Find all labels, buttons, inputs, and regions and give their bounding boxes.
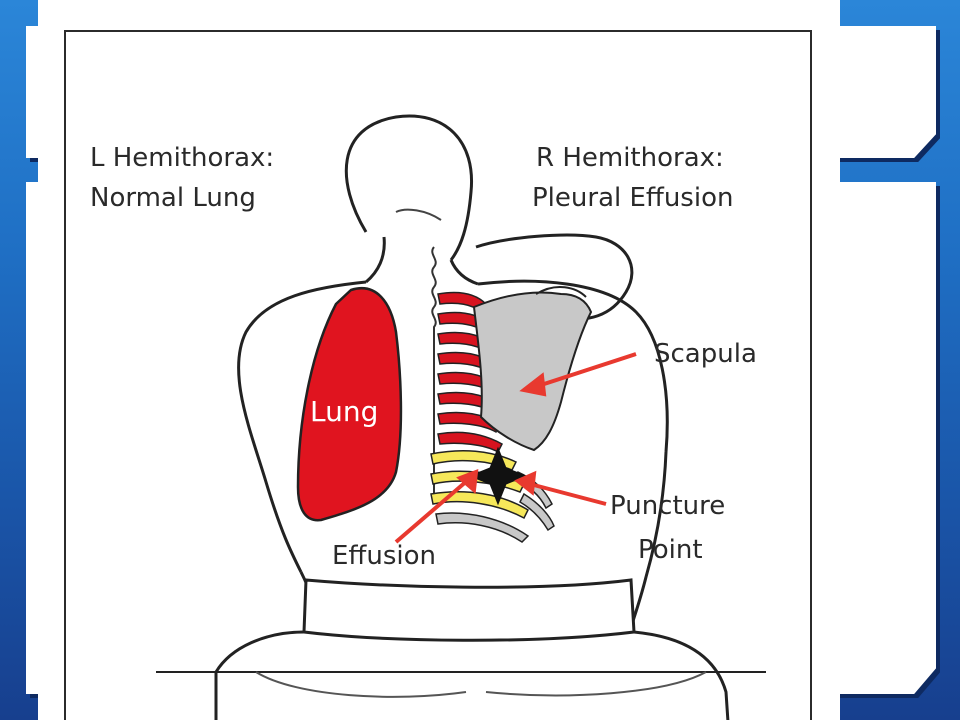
lung-label: Lung	[310, 395, 379, 428]
scapula-shape	[472, 291, 593, 452]
puncture-label-line2: Point	[638, 535, 703, 565]
left-hemithorax-title: L Hemithorax:	[90, 143, 275, 173]
back-illustration	[156, 114, 766, 720]
label-arrows	[394, 352, 637, 544]
lung-shape	[296, 287, 403, 522]
right-hemithorax-title: R Hemithorax:	[536, 143, 724, 173]
neck-outline	[365, 236, 479, 286]
waistband	[302, 578, 636, 642]
raised-arm	[475, 233, 634, 321]
head-outline	[344, 114, 474, 261]
spine	[431, 246, 437, 502]
effusion-label: Effusion	[332, 541, 436, 571]
left-hemithorax-subtitle: Normal Lung	[90, 183, 256, 213]
puncture-label-line1: Puncture	[610, 491, 726, 521]
thoracentesis-figure: L Hemithorax: Normal Lung R Hemithorax: …	[64, 30, 812, 720]
four-point-star-icon	[468, 446, 528, 506]
figure-mat: L Hemithorax: Normal Lung R Hemithorax: …	[38, 0, 840, 720]
scapula-label: Scapula	[654, 339, 757, 369]
right-hemithorax-subtitle: Pleural Effusion	[532, 183, 734, 213]
left-torso-outline	[237, 280, 367, 573]
ribs-effusion	[430, 450, 529, 520]
